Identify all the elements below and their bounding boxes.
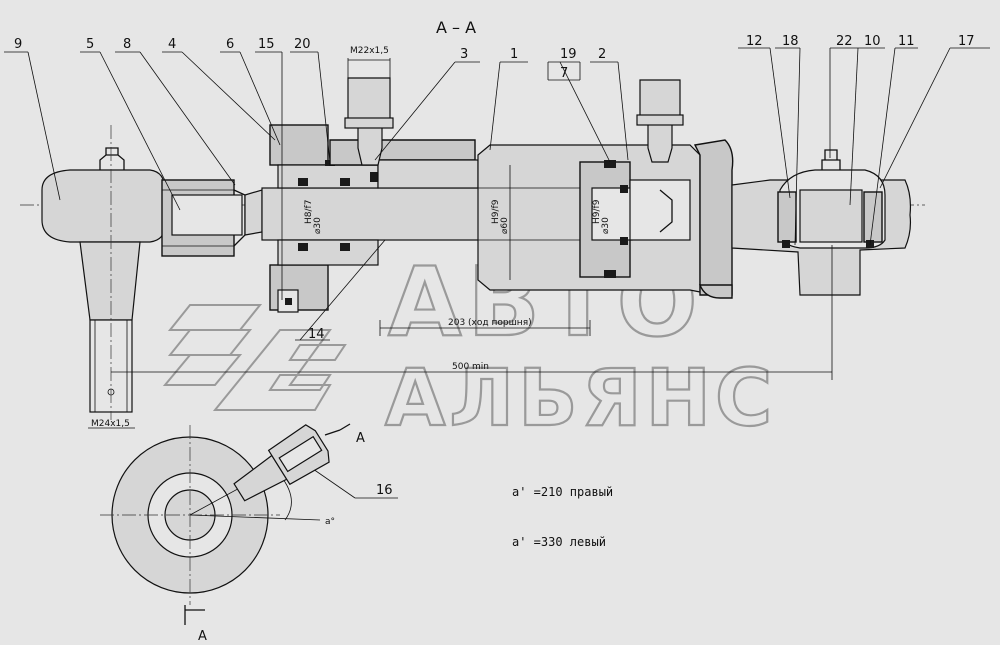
- section-title: А – А: [436, 18, 476, 37]
- section-mark-bottom: A: [198, 629, 207, 644]
- callout-15: 15: [258, 37, 275, 52]
- dim-rod: ⌀30: [313, 217, 323, 234]
- dim-thread-bottom: M24x1,5: [91, 419, 130, 429]
- callout-3: 3: [460, 47, 468, 62]
- callout-20: 20: [294, 37, 311, 52]
- dim-piston: ⌀30: [601, 217, 611, 234]
- callout-16: 16: [376, 483, 393, 498]
- callout-11: 11: [898, 34, 915, 49]
- callout-1: 1: [510, 47, 518, 62]
- note-angle-right: a' =210 правый: [512, 485, 613, 499]
- callout-9: 9: [14, 37, 22, 52]
- right-ball-joint: [731, 149, 912, 296]
- callout-12: 12: [746, 34, 763, 49]
- callout-19: 19: [560, 47, 577, 62]
- angle-mark: a°: [325, 517, 335, 527]
- left-nut-assembly: [161, 179, 263, 257]
- callout-6: 6: [226, 37, 234, 52]
- callout-2: 2: [598, 47, 606, 62]
- piston: [579, 160, 691, 278]
- dim-rod-fit: H8/f7: [304, 200, 314, 224]
- dim-length: 500 min: [452, 362, 489, 372]
- watermark-emblem: [162, 304, 347, 411]
- section-view: [100, 423, 351, 625]
- leader-lines: [4, 47, 990, 499]
- callout-17: 17: [958, 34, 975, 49]
- watermark-line2: АЛЬЯНС: [385, 354, 776, 444]
- watermark-logo: АВТО АЛЬЯНС: [162, 247, 776, 445]
- callout-8: 8: [123, 37, 131, 52]
- callout-5: 5: [86, 37, 94, 52]
- dim-bore-fit: H9/f9: [491, 199, 501, 224]
- dim-stroke: 203 (ход поршня): [448, 318, 532, 328]
- callout-22: 22: [836, 34, 853, 49]
- left-ball-joint: [41, 125, 166, 420]
- note-angle-left: a' =330 левый: [512, 535, 606, 549]
- callout-14: 14: [308, 327, 325, 342]
- dim-bore: ⌀60: [500, 217, 510, 234]
- left-gland: [269, 124, 379, 313]
- section-mark-top: A: [356, 431, 365, 446]
- top-fitting-left: [344, 58, 394, 166]
- dim-piston-fit: H9/f9: [592, 199, 602, 224]
- top-fitting-right: [636, 79, 684, 163]
- dim-thread-top: M22x1,5: [350, 46, 389, 56]
- callout-18: 18: [782, 34, 799, 49]
- dimension-lines: [88, 165, 833, 429]
- callout-10: 10: [864, 34, 881, 49]
- callout-4: 4: [168, 37, 176, 52]
- callout-7: 7: [560, 66, 568, 81]
